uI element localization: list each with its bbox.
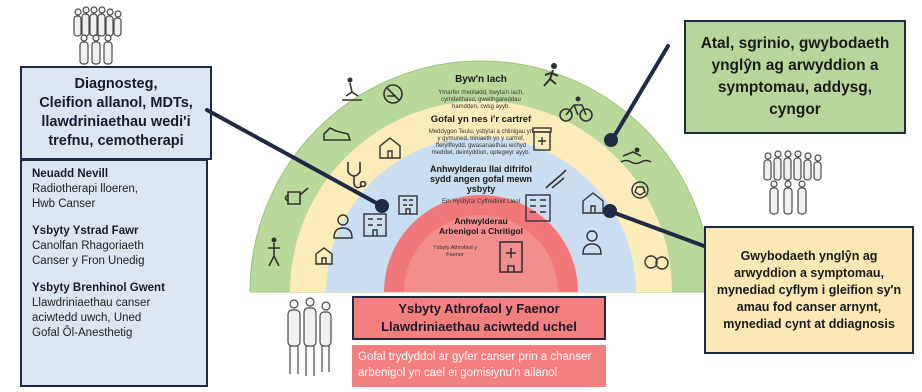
third-text: Ein Hysbytai Cyffredinol Lleol — [442, 199, 520, 205]
outer-text-line-1: Ymarfer rheolaidd, bwyta'n iach, — [438, 90, 524, 96]
skateboard-icon — [342, 77, 362, 101]
diagnostics-title: Diagnosteg, Cleifion allanol, MDTs, llaw… — [39, 76, 193, 149]
inner-title-line-1: Anhwylderau — [454, 216, 507, 226]
watering-can-icon — [284, 187, 309, 205]
site-name: Ysbyty Ystrad Fawr — [32, 225, 139, 237]
site-name: Neuadd Nevill — [32, 168, 109, 180]
people-group-icon — [73, 6, 122, 65]
third-title-line-2: sydd angen gofal mewn — [430, 174, 532, 184]
grange-hospital-box: Ysbyty Athrofaol y Faenor Llawdriniaetha… — [352, 296, 606, 340]
prevention-box: Atal, sgrinio, gwybodaeth ynglŷn ag arwy… — [684, 20, 906, 134]
nurse-icon — [582, 230, 602, 255]
pill-bottle-icon — [532, 127, 552, 151]
running-icon — [543, 63, 559, 87]
tertiary-care-text: Gofal trydyddol ar gyfer canser prin a c… — [358, 351, 592, 379]
inner-text-line-2: Faenor — [446, 252, 464, 258]
site-neuadd-nevill: Neuadd Nevill Radiotherapi lloeren, Hwb … — [32, 167, 196, 212]
ball-icon — [631, 181, 649, 199]
sites-box: Neuadd Nevill Radiotherapi lloeren, Hwb … — [20, 159, 208, 387]
connector-lines — [205, 44, 706, 248]
grange-hospital-title: Ysbyty Athrofaol y Faenor Llawdriniaetha… — [381, 301, 577, 334]
stethoscope-icon — [347, 162, 367, 189]
site-desc: Llawdriniaethau canser aciwtedd uwch, Un… — [32, 297, 151, 339]
hospital-icon — [499, 241, 523, 273]
no-smoking-icon — [383, 84, 403, 104]
swimming-icon — [620, 147, 652, 165]
inner-text-line-1: Ysbyty Athrofaol y — [433, 245, 477, 251]
connector-dots — [375, 133, 618, 218]
cycling-icon — [559, 96, 593, 122]
apple-icon — [644, 255, 669, 270]
second-text-line-2: y gymuned, triniaeth yn y cartref, — [437, 136, 524, 142]
site-desc: Radiotherapi lloeren, Hwb Canser — [32, 183, 139, 210]
inner-title-line-2: Arbenigol a Chritigol — [439, 226, 523, 236]
third-title-line-1: Anhwylderau llai difrifol — [430, 164, 532, 174]
tertiary-care-box: Gofal trydyddol ar gyfer canser prin a c… — [352, 345, 606, 387]
second-text-line-4: meddwl, deintyddion, optegwyr ayyb. — [432, 150, 531, 156]
site-name: Ysbyty Brenhinol Gwent — [32, 282, 165, 294]
site-desc: Canolfan Rhagoriaeth Canser y Fron Unedi… — [32, 240, 145, 267]
outer-text-line-2: cymdeithasu, gweithgareddau — [441, 97, 521, 103]
hospital-icon — [398, 195, 418, 215]
hospital-icon — [525, 194, 551, 222]
house-icon — [315, 247, 333, 265]
diagnostics-box: Diagnosteg, Cleifion allanol, MDTs, llaw… — [20, 66, 212, 160]
house-icon — [582, 192, 604, 214]
early-diagnosis-text: Gwybodaeth ynglŷn ag arwyddion a symptom… — [716, 248, 902, 331]
yoga-icon — [268, 237, 280, 267]
hospital-icon — [363, 213, 387, 237]
site-ysbyty-ystrad-fawr: Ysbyty Ystrad Fawr Canolfan Rhagoriaeth … — [32, 224, 196, 269]
early-diagnosis-box: Gwybodaeth ynglŷn ag arwyddion a symptom… — [704, 226, 914, 354]
third-title-line-3: ysbyty — [467, 184, 496, 194]
prevention-text: Atal, sgrinio, gwybodaeth ynglŷn ag arwy… — [700, 35, 890, 118]
people-group-icon — [287, 297, 332, 376]
syringe-icon — [545, 169, 567, 189]
doctor-icon — [333, 214, 353, 239]
second-text-line-1: Meddygon Teulu, ysbytai a chlinigau yn — [429, 129, 533, 135]
site-ysbyty-brenhinol-gwent: Ysbyty Brenhinol Gwent Llawdriniaethau c… — [32, 281, 196, 341]
outer-text-line-3: hamdden, cwsg ayyb. — [452, 104, 510, 110]
outer-title: Byw'n Iach — [455, 74, 507, 85]
house-icon — [379, 137, 401, 159]
second-title: Gofal yn nes i'r cartref — [431, 114, 532, 125]
second-text-line-3: fferyllfeydd, gwasanaethau iechyd — [436, 143, 526, 149]
people-group-icon — [763, 150, 822, 215]
sneaker-icon — [323, 127, 352, 141]
